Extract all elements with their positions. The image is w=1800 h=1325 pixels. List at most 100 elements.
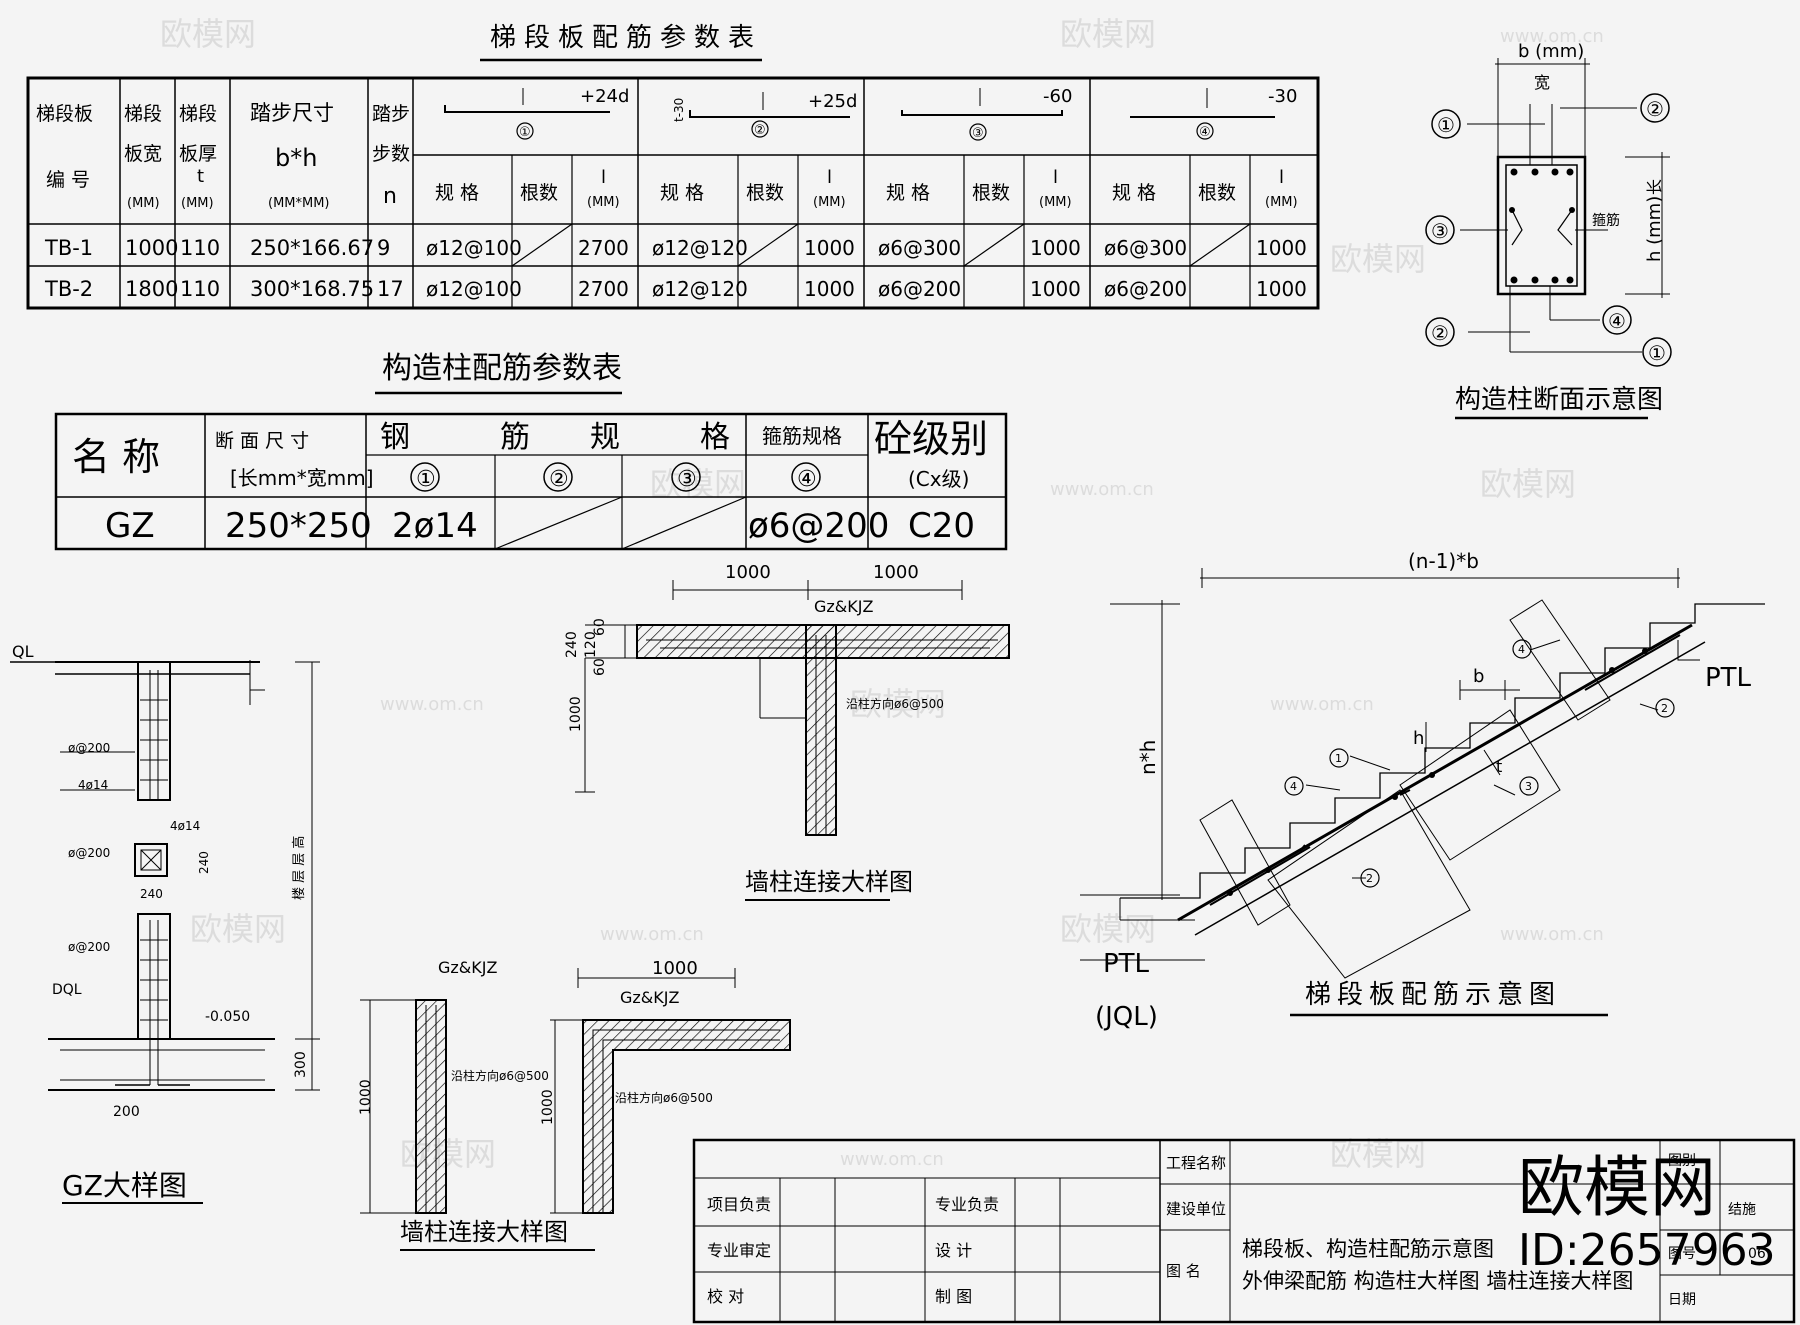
svg-text:②: ② [549,467,569,492]
svg-text:欧模网: 欧模网 [1518,1149,1716,1226]
svg-text:1000: 1000 [358,1079,374,1115]
svg-text:③: ③ [677,467,697,492]
svg-text:规 格: 规 格 [886,182,930,204]
stair-table-title: 梯段板配筋参数表 [490,23,762,53]
svg-text:1000: 1000 [1030,236,1081,260]
svg-text:欧模网: 欧模网 [1330,240,1426,278]
svg-text:n*h: n*h [1136,740,1160,775]
gz-detail-title: GZ大样图 [62,1169,187,1202]
svg-text:-60: -60 [1043,86,1072,107]
svg-text:GZ: GZ [105,506,155,546]
svg-text:断 面 尺 寸: 断 面 尺 寸 [215,430,309,452]
svg-text:梯段板: 梯段板 [36,103,93,125]
svg-text:①: ① [519,125,531,140]
svg-text:110: 110 [180,277,220,301]
svg-text:1000: 1000 [652,958,698,979]
stair-diagram-title: 梯段板配筋示意图 [1305,980,1561,1010]
svg-text:l: l [827,167,832,188]
svg-text:(MM): (MM) [181,196,214,211]
svg-text:t: t [1496,757,1502,776]
svg-text:4: 4 [1290,780,1297,793]
svg-text:规 格: 规 格 [1112,182,1156,204]
svg-text:1000: 1000 [1256,236,1307,260]
svg-text:ø12@100: ø12@100 [426,277,522,301]
svg-text:C20: C20 [908,506,975,546]
svg-text:踏步: 踏步 [372,103,410,125]
svg-text:图号: 图号 [1668,1246,1696,1262]
svg-text:www.om.cn: www.om.cn [380,694,484,715]
svg-text:n: n [383,184,397,209]
svg-text:欧模网: 欧模网 [1060,15,1156,53]
svg-text:沿柱方向ø6@500: 沿柱方向ø6@500 [615,1090,713,1105]
svg-text:欧模网: 欧模网 [190,910,286,948]
svg-text:箍筋规格: 箍筋规格 [762,424,842,448]
svg-text:砼级别: 砼级别 [874,417,988,461]
svg-text:TB-1: TB-1 [44,236,93,260]
svg-text:②: ② [754,123,766,138]
svg-text:欧模网: 欧模网 [400,1135,496,1173]
svg-text:t: t [197,166,204,187]
svg-text:DQL: DQL [52,982,82,998]
svg-text:www.om.cn: www.om.cn [1500,924,1604,945]
svg-text:沿柱方向ø6@500: 沿柱方向ø6@500 [451,1068,549,1083]
svg-text:①: ① [1648,341,1666,365]
svg-text:根数: 根数 [1198,182,1236,204]
svg-text:+25d: +25d [808,91,857,112]
svg-text:2700: 2700 [578,277,629,301]
svg-text:Gz&KJZ: Gz&KJZ [620,988,679,1007]
svg-text:④: ④ [1608,309,1626,333]
svg-text:240: 240 [564,631,580,658]
svg-text:编 号: 编 号 [46,169,90,191]
svg-text:梯段: 梯段 [179,103,217,125]
svg-text:www.om.cn: www.om.cn [600,924,704,945]
wall-column-connection-top: 1000 1000 Gz&KJZ 240 120 60 60 1000 沿柱方向… [564,562,1010,901]
svg-text:ø6@200: ø6@200 [748,506,889,546]
svg-text:b (mm): b (mm) [1518,41,1584,62]
svg-text:l: l [601,167,606,188]
stair-rebar-diagram: (n-1)*b n*h b h t PTL PTL (JQL) 4 2 1 3 … [1080,549,1765,1032]
svg-text:06: 06 [1748,1246,1766,1262]
svg-text:3: 3 [1525,780,1532,793]
svg-text:300*168.75: 300*168.75 [250,277,374,301]
brand-watermark: 欧模网 ID:2657963 [1518,1149,1776,1276]
svg-text:(MM): (MM) [127,196,160,211]
svg-text:筋: 筋 [500,420,530,455]
svg-text:ø12@120: ø12@120 [652,236,748,260]
svg-text:ø6@200: ø6@200 [878,277,961,301]
svg-text:9: 9 [377,236,390,260]
column-rebar-table: 构造柱配筋参数表 名 称 断 面 尺 寸 [长mm*宽mm] 钢 筋 规 格 箍… [54,351,1008,551]
title-block: 项目负责 专业负责 专业审定 设 计 校 对 制 图 工程名称 建设单位 图 名… [692,1138,1796,1324]
svg-text:h (mm): h (mm) [1644,196,1665,262]
svg-text:梯段: 梯段 [124,103,162,125]
svg-text:60: 60 [592,658,608,676]
svg-text:240: 240 [197,851,211,874]
svg-text:1000: 1000 [725,562,771,583]
svg-text:(MM): (MM) [1039,195,1072,210]
svg-text:ø6@300: ø6@300 [878,236,961,260]
svg-text:h: h [1413,728,1424,749]
svg-text:(JQL): (JQL) [1095,1002,1158,1032]
svg-text:Gz&KJZ: Gz&KJZ [438,958,497,977]
svg-text:图 名: 图 名 [1166,1262,1201,1280]
svg-text:250*166.67: 250*166.67 [250,236,374,260]
svg-text:(Cx级): (Cx级) [908,467,969,491]
svg-text:b*h: b*h [275,144,317,172]
column-section-diagram: b (mm) 宽 h (mm) 长 箍筋 ① ② ③ ② ④ ① 构造柱断面示意… [1425,41,1672,420]
svg-text:欧模网: 欧模网 [1480,465,1576,503]
svg-text:2: 2 [1366,872,1373,885]
svg-text:②: ② [1646,97,1664,121]
svg-text:建设单位: 建设单位 [1166,1200,1226,1218]
svg-text:制 图: 制 图 [935,1287,972,1306]
svg-text:①: ① [1437,113,1455,137]
svg-text:①: ① [416,467,436,492]
svg-text:1000: 1000 [804,236,855,260]
svg-text:②: ② [1431,321,1449,345]
svg-text:箍筋: 箍筋 [1592,212,1620,229]
svg-text:1000: 1000 [1030,277,1081,301]
svg-text:③: ③ [972,126,984,141]
svg-text:④: ④ [1199,125,1211,140]
svg-text:200: 200 [113,1104,140,1120]
svg-text:欧模网: 欧模网 [1060,910,1156,948]
svg-text:PTL: PTL [1705,663,1752,693]
